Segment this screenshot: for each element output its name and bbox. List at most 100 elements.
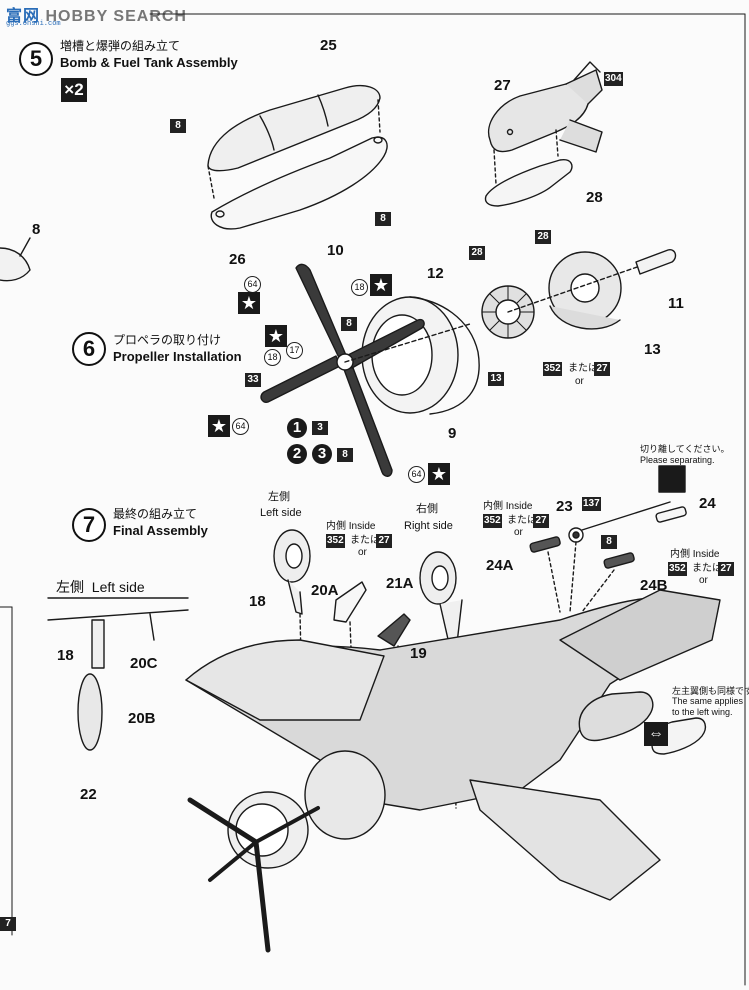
part-label-11: 11 xyxy=(668,295,684,312)
or-label-jp: または xyxy=(507,515,537,526)
paint-badge-27: 27 xyxy=(533,514,549,528)
paint-badge-28: 28 xyxy=(469,246,485,260)
mirror-arrow-icon: ⇔ xyxy=(644,722,668,746)
star-decal-icon: ★ xyxy=(238,292,260,314)
fuel-tank-top xyxy=(207,84,381,172)
inset-part-20c: 20C xyxy=(130,655,158,672)
aircraft-cowling xyxy=(304,750,386,840)
part-label-27: 27 xyxy=(494,77,511,94)
inset-wheel xyxy=(77,673,103,751)
or-label-en: or xyxy=(358,547,367,558)
paint-badge-8: 8 xyxy=(337,448,353,462)
paint-badge-352: 352 xyxy=(483,514,502,528)
star-decal-icon: ★ xyxy=(208,415,230,437)
propeller-blade-bottom xyxy=(341,359,393,477)
paint-badge-352: 352 xyxy=(668,562,687,576)
paint-badge-33: 33 xyxy=(245,373,261,387)
star-decal-icon: ★ xyxy=(265,325,287,347)
decal-number-18: 18 xyxy=(351,279,368,296)
part-label-8-left: 8 xyxy=(32,221,41,238)
step5-title-jp: 増槽と爆弾の組み立て xyxy=(60,39,181,53)
part-label-9: 9 xyxy=(448,425,457,442)
watermark-cn-char: 富 xyxy=(6,8,24,25)
step6-title-jp: プロペラの取り付け xyxy=(113,333,222,347)
step6-title-en: Propeller Installation xyxy=(113,349,242,364)
aircraft-right-wing xyxy=(469,779,661,901)
paint-badge-137: 137 xyxy=(582,497,601,511)
part-label-20a: 20A xyxy=(311,582,339,599)
part-label-24a: 24A xyxy=(486,557,514,574)
quantity-multiplier: ×2 xyxy=(61,78,87,102)
paint-badge-27: 27 xyxy=(376,534,392,548)
paint-badge-304: 304 xyxy=(604,72,623,86)
step7-title-en: Final Assembly xyxy=(113,523,208,538)
or-label-jp: または xyxy=(350,535,380,546)
paint-badge-8: 8 xyxy=(375,212,391,226)
step-number-7: 7 xyxy=(72,508,106,542)
margin-tab: 7 xyxy=(0,917,16,931)
inside-label: 内側 Inside xyxy=(670,549,720,560)
paint-badge-27: 27 xyxy=(594,362,610,376)
inside-label: 内側 Inside xyxy=(483,501,533,512)
watermark-cn-char2: 网 xyxy=(23,8,41,25)
separate-note-en: Please separating. xyxy=(640,454,715,465)
watermark-site: ggs.ohshi.com xyxy=(6,20,61,28)
bomb-rack xyxy=(484,158,573,207)
inset-left-side-label: 左側 Left side xyxy=(56,579,145,595)
same-applies-note: 左主翼側も同様です。 The same applies to the left … xyxy=(672,686,749,717)
or-label-en: or xyxy=(699,575,708,586)
paint-badge-8: 8 xyxy=(341,317,357,331)
part-label-25: 25 xyxy=(320,37,337,54)
paint-badge-3: 3 xyxy=(312,421,328,435)
or-label-jp: または xyxy=(692,563,722,574)
inset-part-22: 22 xyxy=(80,786,97,803)
part-label-21a: 21A xyxy=(386,575,414,592)
part-label-23: 23 xyxy=(556,498,573,515)
separate-note: 切り離してください。 Please separating. xyxy=(640,444,736,466)
watermark-text: HOBBY SEARCH xyxy=(45,8,187,25)
part-label-18: 18 xyxy=(249,593,266,610)
gear-door-20a xyxy=(333,581,367,623)
step-number-6: 6 xyxy=(72,332,106,366)
paint-badge-8: 8 xyxy=(601,535,617,549)
partial-wing-left xyxy=(0,247,31,282)
same-applies-en1: The same applies xyxy=(672,696,744,707)
step-number-5: 5 xyxy=(19,42,53,76)
paint-badge-352: 352 xyxy=(326,534,345,548)
or-label-en: or xyxy=(514,527,523,538)
decal-number-17: 17 xyxy=(286,342,303,359)
decal-number-64: 64 xyxy=(408,466,425,483)
step5-title-en: Bomb & Fuel Tank Assembly xyxy=(60,55,238,70)
decal-number-64: 64 xyxy=(232,418,249,435)
paint-badge-28: 28 xyxy=(535,230,551,244)
prop-shaft xyxy=(635,249,677,275)
inset-part-18: 18 xyxy=(57,647,74,664)
star-decal-icon: ★ xyxy=(370,274,392,296)
paint-badge-352: 352 xyxy=(543,362,562,376)
aircraft-left-wing xyxy=(185,639,385,721)
decal-number-18: 18 xyxy=(264,349,281,366)
paint-badge-27: 27 xyxy=(718,562,734,576)
left-side-jp: 左側 xyxy=(268,491,290,503)
part-label-13: 13 xyxy=(644,341,661,358)
right-side-jp: 右側 xyxy=(416,503,438,515)
part-label-26: 26 xyxy=(229,251,246,268)
or-label-en: or xyxy=(575,376,584,387)
part-label-12: 12 xyxy=(427,265,444,282)
separate-note-jp: 切り離してください。 xyxy=(640,444,730,454)
color-step-three: 3 xyxy=(312,444,332,464)
propeller-blade-top xyxy=(295,263,349,365)
color-step-two: 2 xyxy=(287,444,307,464)
inset-part-20b: 20B xyxy=(128,710,156,727)
right-side-en: Right side xyxy=(404,520,453,532)
fuel-tank-bottom xyxy=(210,136,388,230)
same-applies-en2: to the left wing. xyxy=(672,706,733,717)
star-decal-icon: ★ xyxy=(428,463,450,485)
paint-badge-8: 8 xyxy=(170,119,186,133)
or-label-jp: または xyxy=(568,363,598,374)
gear-door-21a xyxy=(377,613,411,647)
propeller-blade-left xyxy=(260,355,341,404)
decal-number-64: 64 xyxy=(244,276,261,293)
aircraft-tail xyxy=(559,589,721,681)
